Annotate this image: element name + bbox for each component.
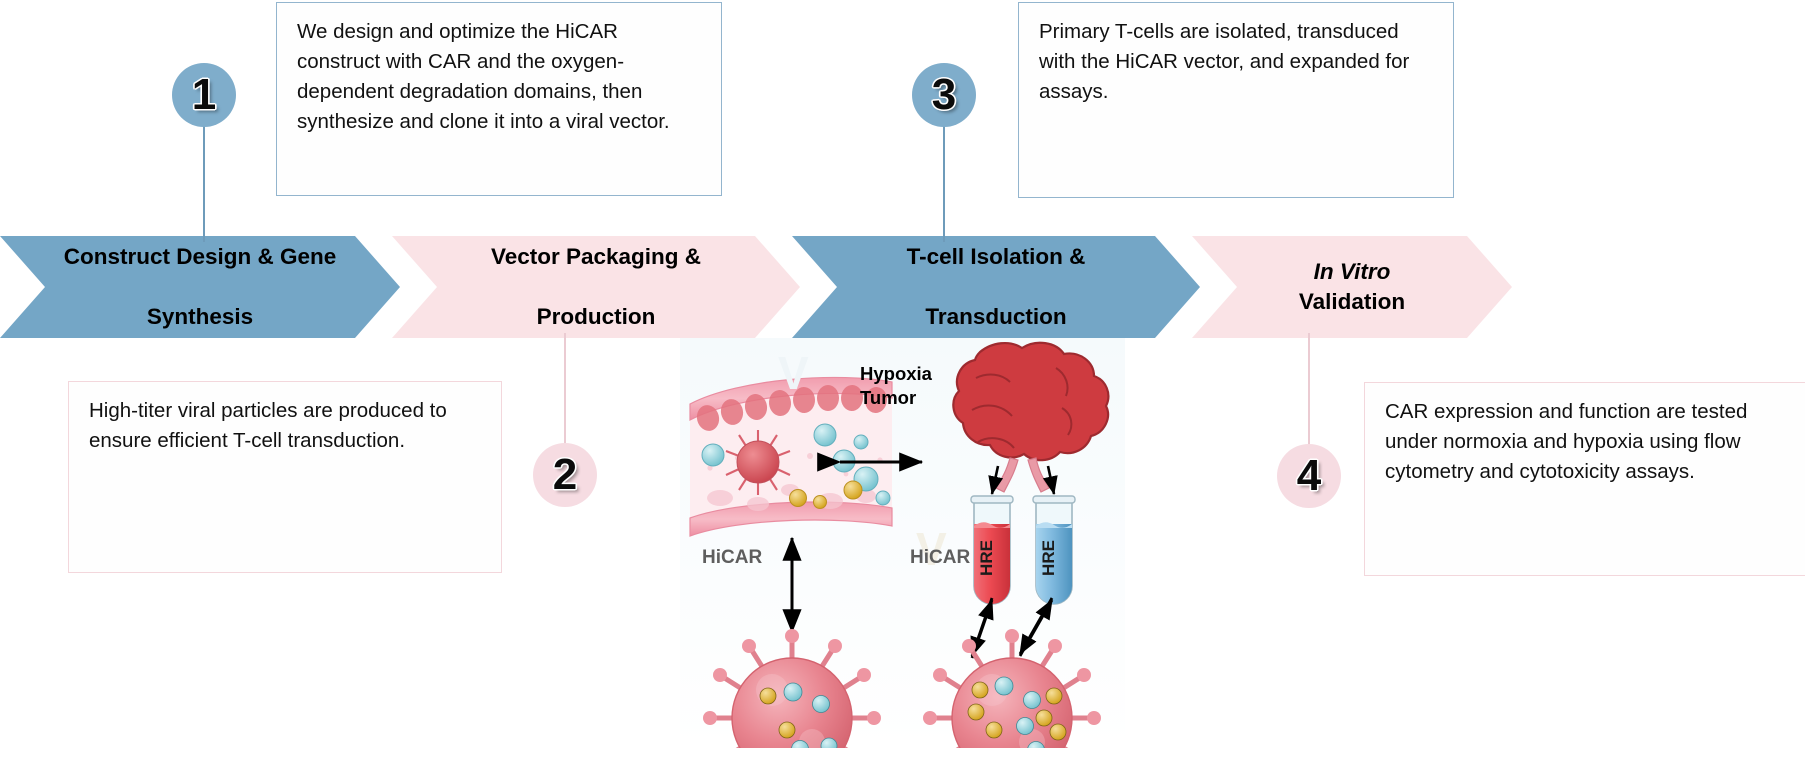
hypoxia-tumor-label: Hypoxia Tumor (860, 362, 932, 409)
step-badge-2-number: 2 (552, 450, 578, 499)
stage-chevron-2[interactable]: Vector Packaging & Production (392, 236, 800, 338)
callout-box-3: Primary T-cells are isolated, transduced… (1018, 2, 1454, 198)
connector-stem-2 (564, 333, 566, 447)
hypoxia-label-line1: Hypoxia (860, 363, 932, 384)
virus-left-receptors (783, 682, 838, 748)
callout-box-4: CAR expression and function are tested u… (1364, 382, 1805, 576)
step-badge-4-number: 4 (1296, 451, 1322, 500)
callout-box-2: High-titer viral particles are produced … (68, 381, 502, 573)
stage-2-label-line1: Vector Packaging & (490, 244, 702, 270)
stage-2-label-line2: Production (536, 303, 656, 329)
hicar-label-right: HiCAR (910, 547, 971, 568)
illustration-svg: HRE HRE (689, 341, 1110, 748)
stage-1-label-line2: Synthesis (146, 303, 254, 329)
illustration-panel: V V (680, 338, 1125, 748)
virus-left-antigens (759, 687, 796, 739)
step-badge-3-number: 3 (931, 70, 957, 119)
watermark-letter-2-icon: V (916, 523, 948, 575)
stage-4-label-line1: Validation (1298, 289, 1406, 314)
connector-stem-4 (1308, 333, 1310, 447)
step-badge-1-number: 1 (191, 70, 217, 119)
stage-chevron-4[interactable]: In Vitro Validation (1192, 236, 1512, 338)
callout-text-4: CAR expression and function are tested u… (1385, 400, 1748, 483)
stage-3-label-line1: T-cell Isolation & (906, 244, 1086, 270)
tube-right-label: HRE (1039, 540, 1058, 576)
process-chevron-band: Construct Design & Gene Synthesis Vector… (0, 236, 1805, 338)
virus-particle-in-vessel (725, 430, 791, 495)
stage-4-label-italic: In Vitro (1313, 259, 1391, 285)
blood-vessel-cross-section (689, 376, 893, 537)
tumor-mass (952, 341, 1110, 462)
stage-chevron-3[interactable]: T-cell Isolation & Transduction (792, 236, 1200, 338)
connector-stem-1 (203, 124, 205, 242)
watermark-letter-icon: V (778, 347, 810, 399)
connector-stem-3 (943, 124, 945, 242)
test-tube-red-HRE: HRE (970, 495, 1014, 605)
callout-box-1: We design and optimize the HiCAR constru… (276, 2, 722, 196)
virus-right-receptors (994, 676, 1045, 748)
step-badge-4[interactable]: 4 (1277, 444, 1341, 508)
step-badge-1[interactable]: 1 (172, 63, 236, 127)
virus-right-antigens (967, 681, 1067, 741)
callout-text-3: Primary T-cells are isolated, transduced… (1039, 20, 1410, 103)
step-badge-3[interactable]: 3 (912, 63, 976, 127)
tumor-stems (995, 457, 1050, 493)
stage-chevron-1[interactable]: Construct Design & Gene Synthesis (0, 236, 400, 338)
step-badge-2[interactable]: 2 (533, 443, 597, 507)
test-tube-blue-HRE: HRE (1032, 495, 1076, 605)
callout-text-1: We design and optimize the HiCAR constru… (297, 20, 670, 133)
hicar-virus-right (923, 629, 1101, 748)
hicar-virus-left (703, 629, 881, 748)
stage-1-label-line1: Construct Design & Gene (63, 244, 337, 270)
stage-3-label-line2: Transduction (925, 303, 1067, 329)
callout-text-2: High-titer viral particles are produced … (89, 399, 447, 452)
arrow-tumor-to-tubes (988, 465, 1058, 496)
hicar-label-left: HiCAR (702, 547, 763, 568)
tube-left-label: HRE (977, 540, 996, 576)
hypoxia-label-line2: Tumor (860, 386, 917, 408)
